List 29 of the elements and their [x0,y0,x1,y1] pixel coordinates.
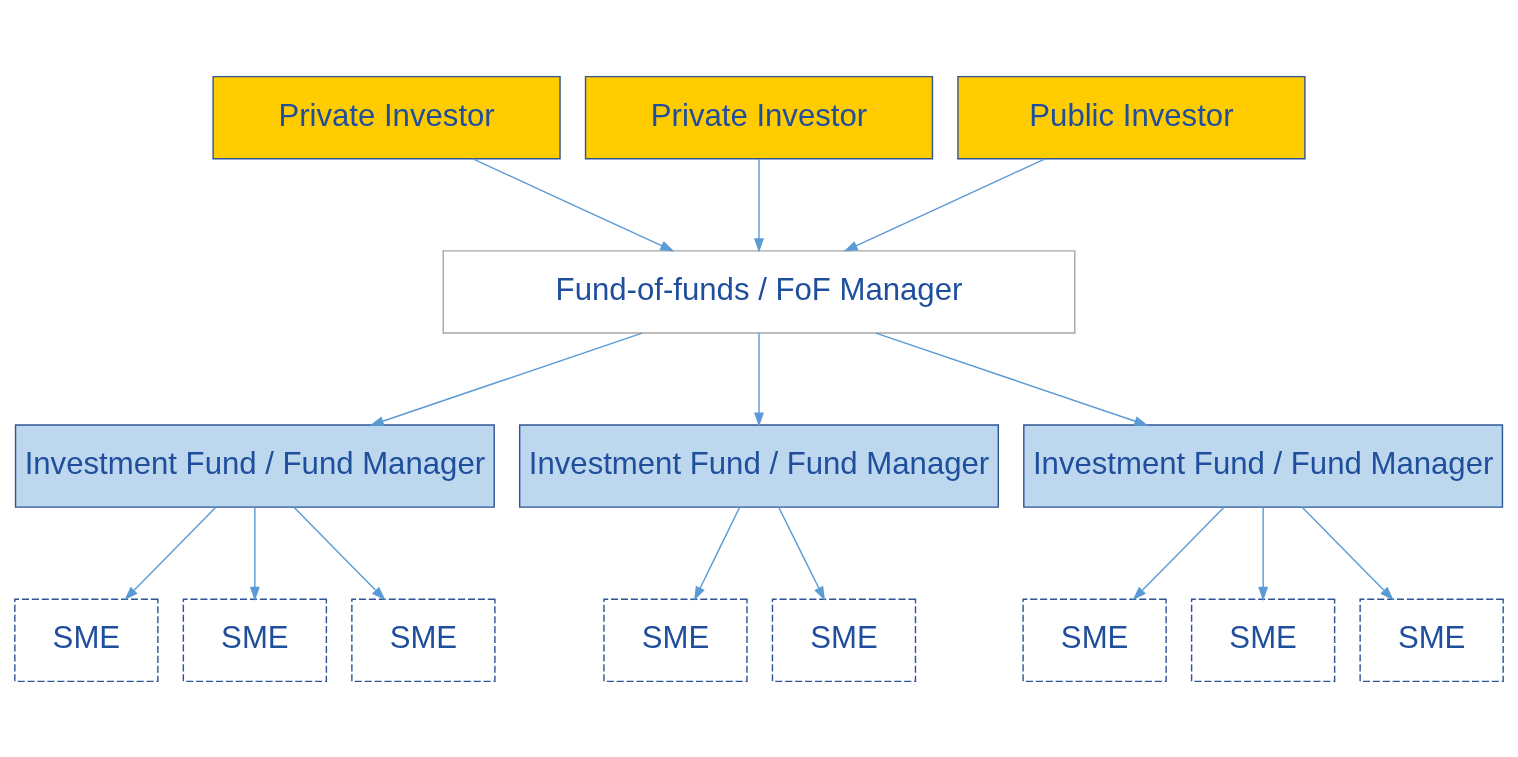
arrow [293,506,386,600]
node-box: SME [1359,598,1504,682]
node-box: SME [182,598,328,682]
node-box: Investment Fund / Fund Manager [1023,423,1504,508]
arrow [778,506,826,601]
node-box: Public Investor [957,75,1306,159]
node-box: Investment Fund / Fund Manager [14,423,495,508]
arrow [754,331,764,427]
node-box: Private Investor [212,75,561,159]
node-box: SME [1190,598,1336,682]
node-box: Fund-of-funds / FoF Manager [442,249,1076,334]
node-box: Investment Fund / Fund Manager [518,423,1000,508]
arrow [1258,506,1269,601]
node-box: SME [1022,598,1167,682]
arrow [472,157,675,252]
node-box: SME [771,598,917,682]
arrow [875,331,1149,426]
node-box: SME [14,598,159,682]
node-box: Private Investor [584,75,934,159]
arrow [124,506,217,600]
node-box: SME [603,598,748,682]
arrow [843,157,1046,252]
arrow [754,157,764,253]
arrow [369,331,643,426]
node-box: SME [351,598,496,682]
arrow [249,506,260,601]
arrow [1132,506,1225,600]
arrow [694,506,741,601]
arrow [1301,506,1394,600]
